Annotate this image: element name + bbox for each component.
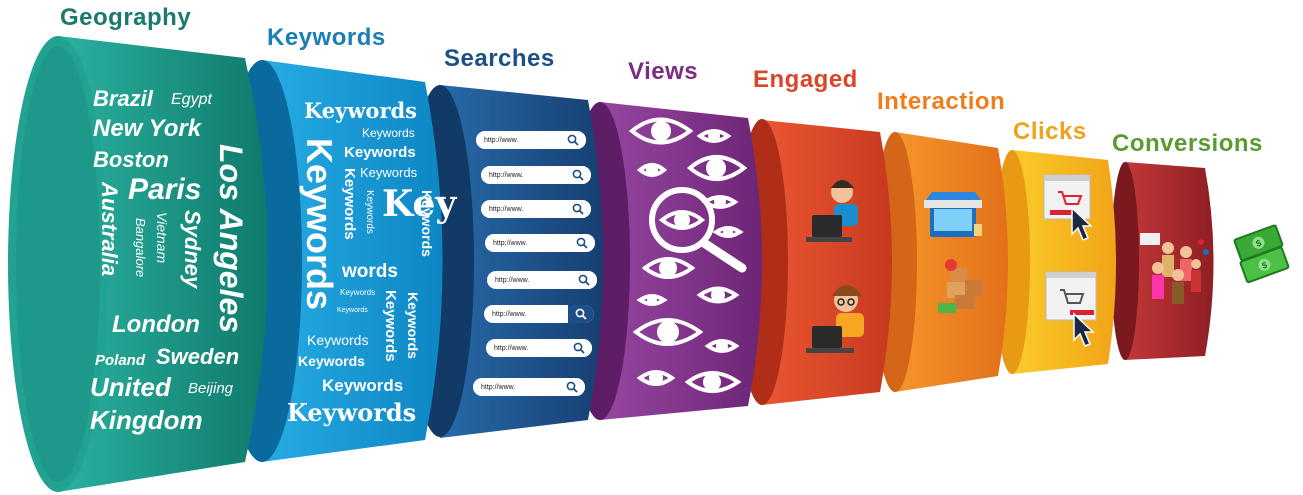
geo-word: Bangalore — [133, 218, 148, 278]
keyword-word: Keywords — [362, 126, 415, 140]
geo-word: London — [112, 311, 200, 338]
stage-title-interaction: Interaction — [877, 88, 1006, 115]
person-laptop-icon — [806, 180, 858, 242]
geo-word: Paris — [128, 173, 202, 206]
eye-icon — [696, 286, 740, 304]
eye-icon — [628, 117, 694, 145]
stage-title-geography: Geography — [60, 4, 192, 31]
search-icon — [566, 339, 592, 357]
keyword-word: Keywords — [337, 307, 368, 314]
money-bills-icon: $ $ — [1233, 224, 1290, 284]
eye-icon — [704, 339, 740, 353]
search-bar-url: http://www. — [489, 205, 524, 213]
keyword-word: words — [342, 261, 398, 282]
stage-title-keywords: Keywords — [267, 24, 386, 51]
search-bar-url: http://www. — [492, 310, 527, 318]
search-icon — [571, 271, 597, 289]
geo-word: Sweden — [156, 344, 240, 369]
keyword-word: Keywords — [307, 332, 369, 348]
eye-icon — [712, 226, 744, 238]
search-bar: http://www. — [486, 339, 592, 357]
svg-text:$: $ — [1261, 260, 1269, 271]
geo-word: Boston — [93, 147, 169, 172]
keyword-word: Keywords — [298, 353, 365, 369]
search-icon — [565, 166, 591, 184]
geo-word: Australia — [97, 182, 122, 277]
geo-word: Poland — [95, 352, 146, 369]
team-celebrating-icon — [1140, 233, 1209, 304]
eye-icon — [684, 371, 742, 393]
stage-title-searches: Searches — [444, 45, 555, 72]
search-bar: http://www. — [476, 131, 586, 149]
search-bar: http://www. — [481, 166, 591, 184]
eye-icon — [632, 318, 704, 346]
search-bar-url: http://www. — [484, 136, 519, 144]
stage-title-engaged: Engaged — [753, 66, 858, 93]
eye-icon — [636, 370, 676, 386]
search-icon — [568, 305, 594, 323]
keyword-word: Keywords — [382, 290, 399, 362]
svg-text:$: $ — [1255, 238, 1263, 249]
magnifier-icon — [649, 187, 747, 273]
eye-icon — [636, 294, 668, 306]
geo-word: Sydney — [180, 210, 205, 289]
eye-icon — [636, 163, 668, 177]
search-bar-url: http://www. — [494, 344, 529, 352]
keyword-word: Keywords — [419, 190, 435, 257]
search-bar-url: http://www. — [489, 171, 524, 179]
geo-word: Egypt — [171, 91, 212, 108]
keyword-word: Keywords — [405, 292, 421, 359]
geo-word: Los Angeles — [213, 144, 249, 334]
geo-word: Kingdom — [90, 405, 203, 435]
stage-title-clicks: Clicks — [1013, 118, 1087, 145]
keyword-word: Key — [382, 183, 457, 225]
search-icon — [560, 131, 586, 149]
search-bar-url: http://www. — [493, 239, 528, 247]
keyword-word: Keywords — [299, 138, 340, 311]
keyword-word: Keywords — [360, 165, 418, 180]
geo-word: United — [90, 372, 171, 402]
search-icon — [559, 378, 585, 396]
keyword-word: Keywords — [344, 144, 416, 161]
search-bar: http://www. — [487, 271, 597, 289]
shopping-cart-page-icon — [1043, 174, 1093, 241]
keyword-word: Keywords — [364, 190, 375, 234]
search-icon — [565, 200, 591, 218]
search-bar-url: http://www. — [495, 276, 530, 284]
eye-icon — [641, 257, 696, 279]
person-laptop-icon — [806, 285, 864, 353]
keyword-word: Keywords — [304, 98, 418, 123]
geo-word: Brazil — [93, 86, 153, 111]
shopping-cart-page-icon — [1045, 271, 1097, 347]
online-shop-icon — [924, 192, 983, 313]
keyword-word: Keywords — [322, 376, 404, 395]
keyword-word: Keywords — [341, 168, 358, 240]
eye-icon — [686, 155, 748, 181]
search-bar: http://www. — [473, 378, 585, 396]
geo-word: Beijing — [188, 380, 234, 397]
search-bar: http://www. — [484, 305, 594, 323]
search-bar: http://www. — [481, 200, 591, 218]
keyword-word: Keywords — [287, 398, 417, 427]
eye-icon — [696, 129, 732, 143]
geo-word: Vietnam — [154, 212, 170, 264]
search-bar: http://www. — [485, 234, 595, 252]
geo-word: New York — [93, 115, 202, 142]
search-bar-url: http://www. — [481, 383, 516, 391]
stage-title-conversions: Conversions — [1112, 130, 1263, 157]
eye-icon — [701, 195, 739, 209]
stage-title-views: Views — [628, 58, 699, 85]
keyword-word: Keywords — [340, 288, 376, 297]
search-icon — [569, 234, 595, 252]
